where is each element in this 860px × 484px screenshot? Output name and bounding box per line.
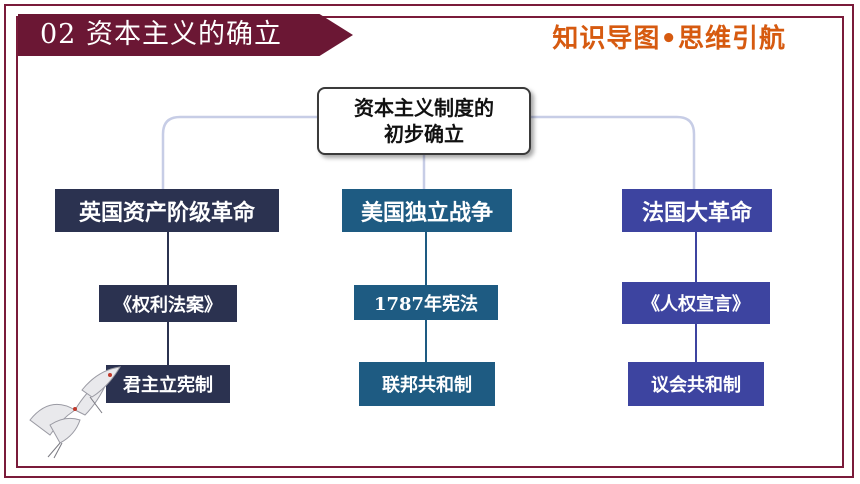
root-line-2: 初步确立 <box>384 122 464 146</box>
crane-illustration <box>29 366 121 459</box>
section-title: 02 资本主义的确立 <box>40 19 282 50</box>
branch-document-france: 《人权宣言》 <box>622 282 770 324</box>
connector-left <box>161 115 317 190</box>
branch-system-france: 议会共和制 <box>628 362 764 406</box>
branch-system-england: 君主立宪制 <box>106 365 230 403</box>
page-subtitle: 知识导图•思维引航 <box>552 24 786 54</box>
outer-frame <box>4 4 854 478</box>
root-line-1: 资本主义制度的 <box>354 96 494 120</box>
branch-title-usa: 美国独立战争 <box>342 189 512 232</box>
branch-document-england: 《权利法案》 <box>99 285 237 322</box>
root-node: 资本主义制度的 初步确立 <box>317 87 531 155</box>
inner-frame <box>16 16 844 468</box>
branch-document-usa: 1787年宪法 <box>354 285 498 320</box>
branch-title-france: 法国大革命 <box>622 189 772 232</box>
section-banner <box>18 14 353 56</box>
branch-system-usa: 联邦共和制 <box>359 362 495 406</box>
connector-right <box>531 115 696 190</box>
branch-title-england: 英国资产阶级革命 <box>55 189 279 232</box>
